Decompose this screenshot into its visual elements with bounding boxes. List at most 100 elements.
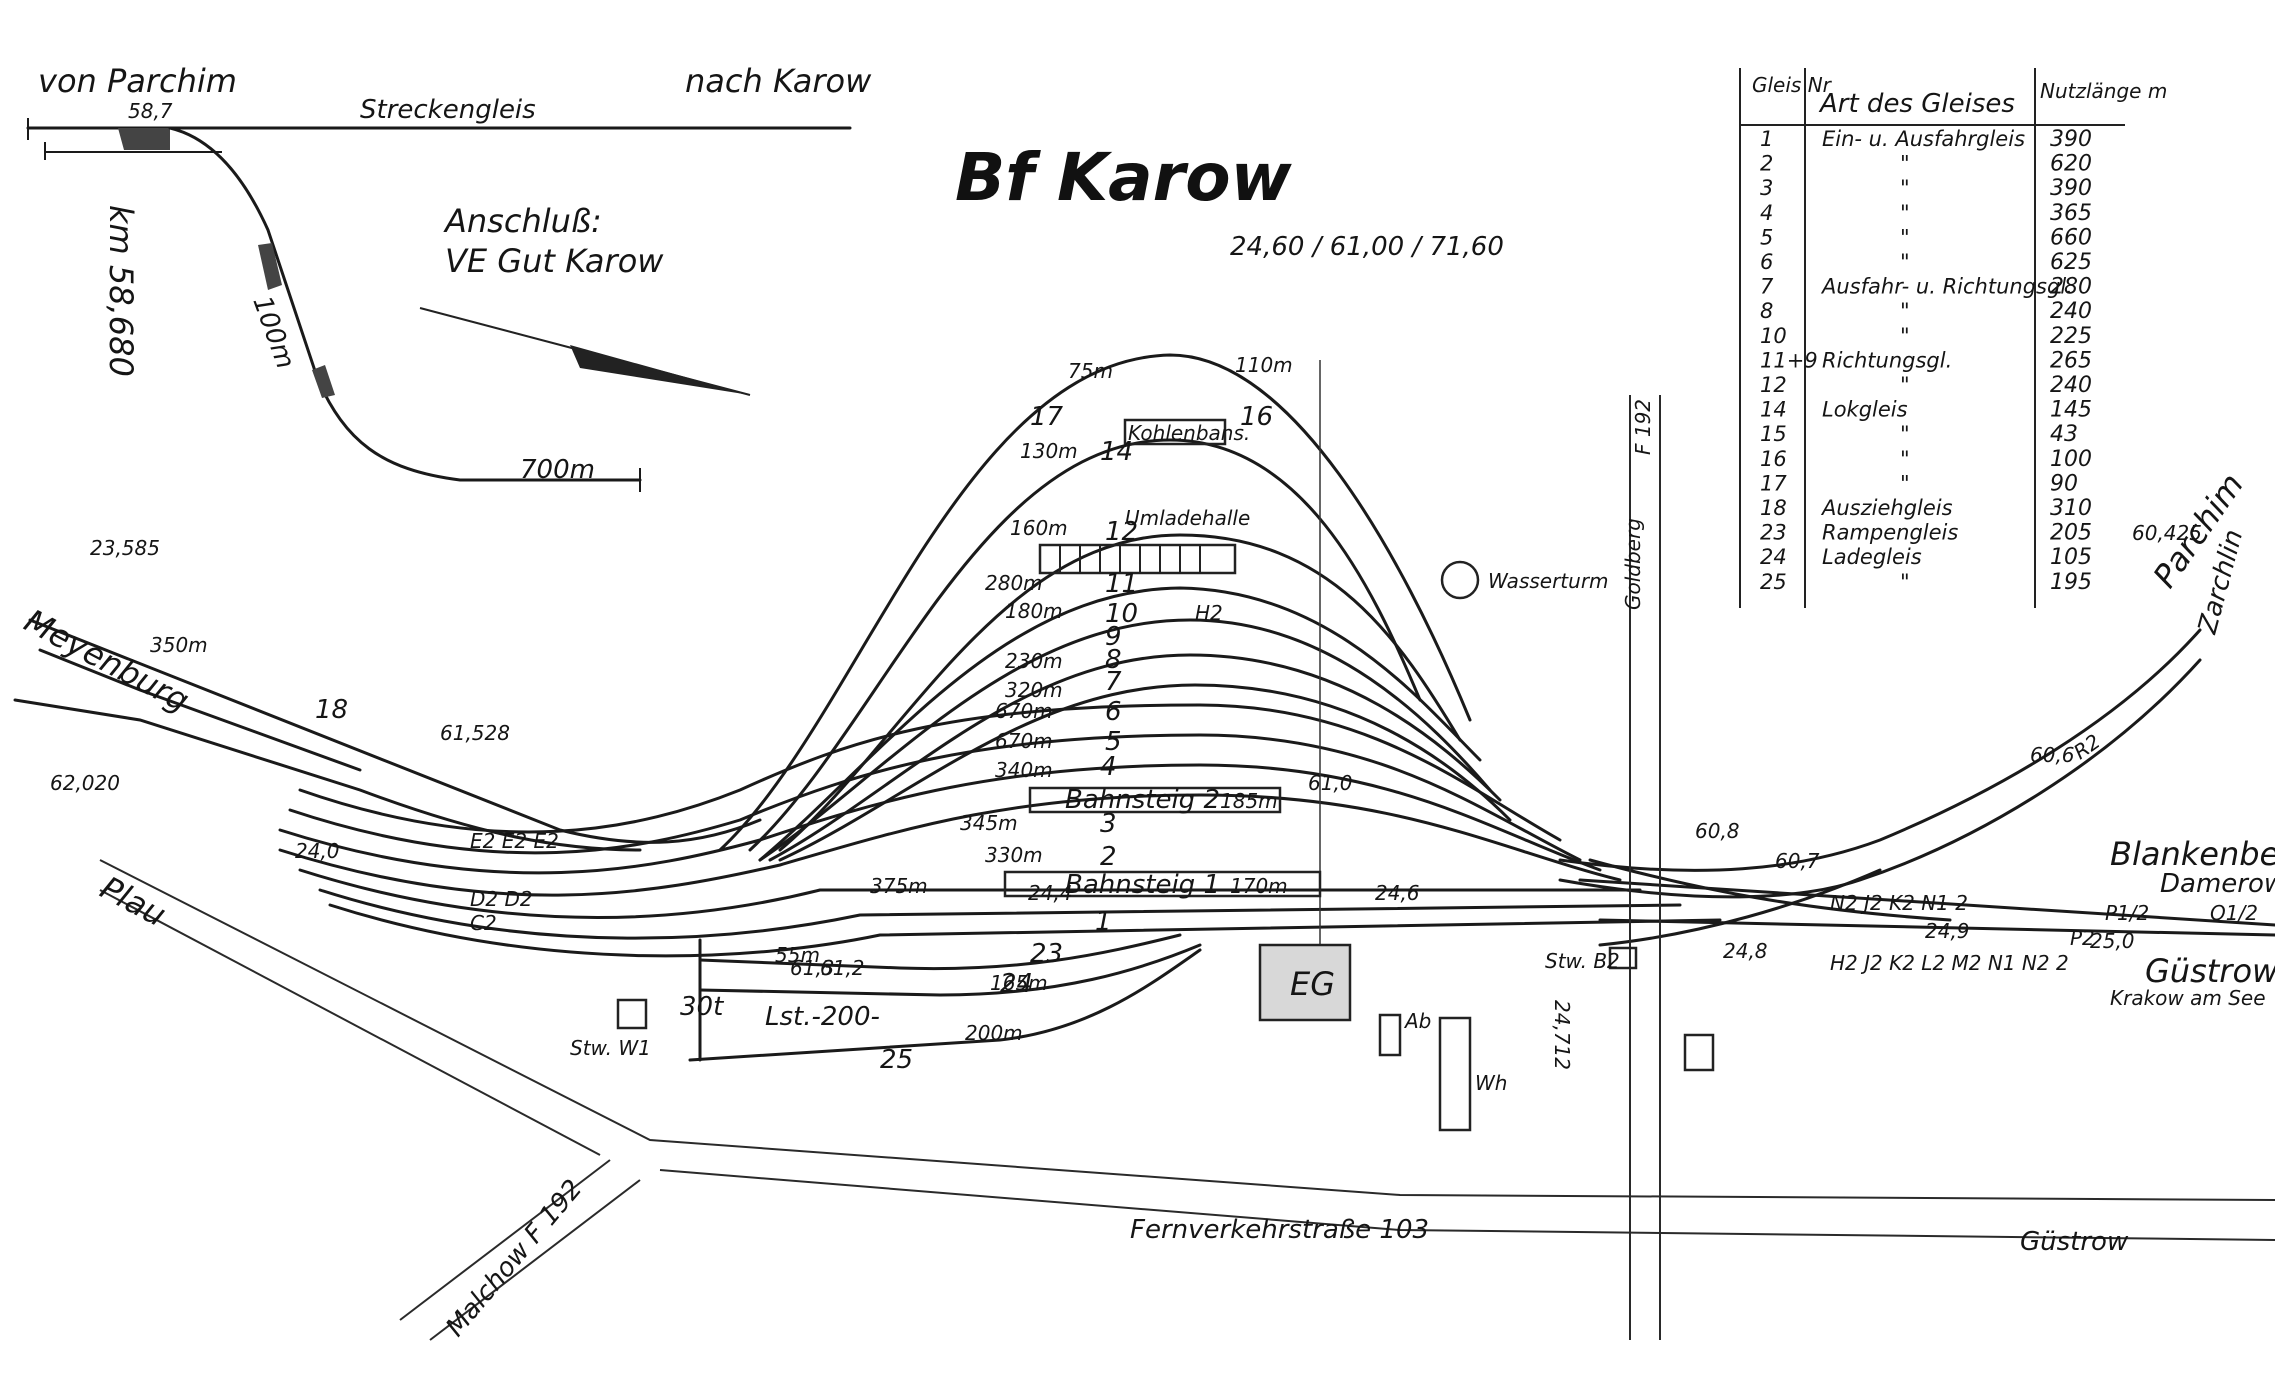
table-cell-nr: 25 [1760, 570, 1787, 594]
len-t18: 350m [150, 633, 208, 657]
len-t8: 320m [1005, 678, 1063, 702]
track-number-label: 23 [1030, 939, 1063, 969]
km-mark: 24,0 [295, 839, 340, 863]
table-cell-art: Ein- u. Ausfahrgleis [1822, 127, 2025, 151]
inset-len-700: 700m [520, 455, 595, 485]
km-marks: 23,58561,52862,02060,860,760,660,42524,0… [50, 521, 2202, 980]
table-cell-nr: 23 [1760, 521, 1787, 545]
eg-shape [1258, 943, 1352, 1022]
table-cell-art: " [1900, 152, 1910, 176]
table-cell-art: " [1900, 447, 1910, 471]
table-cell-nr: 12 [1760, 373, 1787, 397]
table-cell-len: 625 [2050, 250, 2092, 275]
track-crossover-east [1598, 868, 1882, 947]
track-length-labels: 75m 110m 130m 160m 280m 180m 230m 320m 6… [150, 353, 1293, 1045]
track-number-label: 17 [1030, 402, 1064, 432]
signal-n-group: N2 J2 K2 N1 2 [1830, 891, 1968, 915]
table-cell-len: 620 [2050, 152, 2092, 177]
len-t3: 345m [960, 811, 1018, 835]
stw-w1-label: Stw. W1 [570, 1036, 651, 1060]
track-number-label: 1 [1095, 907, 1112, 937]
km-mark: 24,4 [1028, 881, 1073, 905]
table-cell-nr: 15 [1760, 422, 1787, 446]
track-7 [298, 703, 1562, 842]
signal-d2: D2 D2 [470, 887, 533, 911]
track-to-parchim [1558, 628, 2202, 872]
track-11-loop [758, 586, 1482, 862]
table-cell-len: 145 [2050, 398, 2092, 423]
table-cell-len: 90 [2050, 471, 2078, 496]
table-cell-art: " [1900, 225, 1910, 249]
km-mark: 61,2 [820, 956, 865, 980]
inset-siding: von Parchim nach Karow 58,7 Streckenglei… [26, 62, 872, 492]
place-plau: Plau [94, 869, 172, 935]
table-cell-len: 365 [2050, 201, 2092, 226]
km-mark: 62,020 [50, 771, 120, 795]
table-cell-nr: 5 [1760, 225, 1773, 249]
inset-hatch-2 [258, 243, 282, 290]
km-mark: 60,425 [2132, 521, 2202, 545]
table-cell-nr: 16 [1760, 447, 1787, 471]
table-cell-len: 240 [2050, 373, 2092, 398]
stw-b2-shape [1608, 946, 1638, 970]
table-cell-len: 660 [2050, 225, 2092, 250]
track-3 [298, 868, 1642, 919]
table-cell-nr: 2 [1760, 152, 1773, 176]
umladehalle-label: Umladehalle [1125, 506, 1250, 530]
track-number-label: 18 [315, 695, 348, 725]
signal-hj-group: H2 J2 K2 L2 M2 N1 N2 2 [1830, 951, 2069, 975]
track-number-label: 4 [1100, 752, 1117, 782]
track-to-parchim-2 [1558, 658, 2202, 899]
inset-track-label: Streckengleis [360, 95, 536, 125]
len-t25: 200m [965, 1021, 1023, 1045]
km-mark: 60,6 [2030, 743, 2075, 767]
track-9-loop [768, 653, 1502, 862]
place-meyenburg: Meyenburg [18, 602, 195, 720]
table-cell-len: 225 [2050, 324, 2092, 349]
umladehalle-hatch [1059, 545, 1201, 573]
track-17-loop [718, 353, 1472, 852]
t30-label: 30t [680, 992, 724, 1022]
main-tracks [13, 353, 2275, 1062]
track-meyenburg-lead [38, 648, 362, 772]
len-t1: 375m [870, 874, 928, 898]
len-t11: 280m [985, 571, 1043, 595]
ab-label: Ab [1403, 1009, 1431, 1033]
table-cell-art: Ladegleis [1822, 545, 1922, 569]
track-number-label: 11 [1105, 569, 1138, 599]
len-t14: 130m [1020, 439, 1078, 463]
table-cell-nr: 6 [1760, 250, 1773, 274]
wasserturm-label: Wasserturm [1488, 569, 1609, 593]
track-6 [288, 733, 1582, 862]
inset-siding-label: Anschluß: [443, 202, 602, 240]
inset-km-vertical: km 58,680 [102, 205, 140, 377]
signal-p12: P1/2 [2105, 901, 2149, 925]
inset-siding-name: VE Gut Karow [445, 242, 664, 280]
track-12-loop [778, 533, 1462, 852]
inset-to-label: nach Karow [685, 62, 872, 100]
track-number-label: 8 [1105, 645, 1122, 675]
km-mark: 25,0 [2090, 929, 2135, 953]
table-cell-art: " [1900, 176, 1910, 200]
place-guestrow: Güstrow [2145, 952, 2275, 990]
table-cell-len: 310 [2050, 496, 2092, 521]
table-cell-nr: 18 [1760, 496, 1787, 520]
km-mark: 24,8 [1723, 939, 1768, 963]
buildings: Wasserturm Umladehalle Kohlenbans. Bahns… [570, 418, 1715, 1132]
len-t2: 330m [985, 843, 1043, 867]
len-t24: 165m [990, 971, 1048, 995]
track-upper-lead [28, 618, 762, 844]
km-positions: 24,60 / 61,00 / 71,60 [1230, 232, 1504, 262]
km-mark: 23,585 [90, 536, 160, 560]
place-krakow: Krakow am See [2110, 986, 2266, 1010]
km-mark: 24,9 [1925, 919, 1970, 943]
len-t12: 160m [1010, 516, 1068, 540]
track-number-label: 3 [1100, 809, 1117, 839]
table-cell-nr: 4 [1760, 201, 1773, 225]
track-number-label: 10 [1105, 599, 1138, 629]
signal-q12: Q1/2 [2210, 901, 2258, 925]
